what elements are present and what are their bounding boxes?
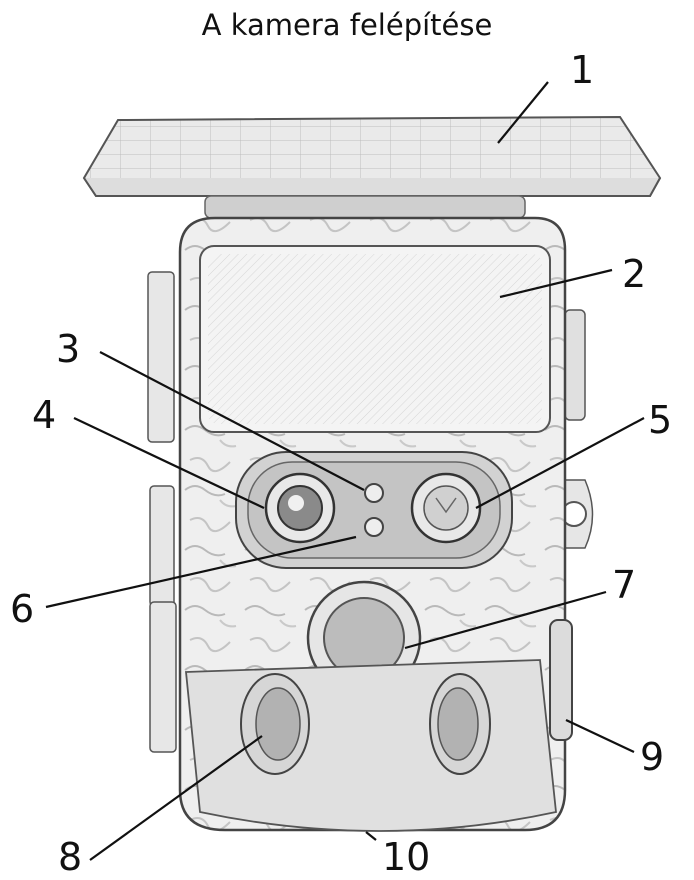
callout-2: 2 bbox=[622, 252, 646, 296]
leader-6 bbox=[45, 535, 357, 609]
side-latch bbox=[549, 619, 573, 741]
leader-2 bbox=[499, 268, 613, 299]
callout-3: 3 bbox=[56, 327, 80, 371]
callout-6: 6 bbox=[10, 587, 34, 631]
indicator-led-top bbox=[364, 483, 384, 503]
callout-4: 4 bbox=[32, 393, 56, 437]
leader-8 bbox=[89, 735, 263, 861]
callout-1: 1 bbox=[570, 48, 594, 92]
callout-9: 9 bbox=[640, 735, 664, 779]
leader-3 bbox=[99, 351, 365, 491]
leader-4 bbox=[73, 417, 265, 509]
callout-leaders bbox=[45, 81, 645, 861]
indicator-led-bottom bbox=[364, 517, 384, 537]
ir-led-window-left bbox=[240, 673, 310, 775]
leader-9 bbox=[565, 719, 635, 753]
callout-5: 5 bbox=[648, 398, 672, 442]
leader-1 bbox=[497, 81, 549, 144]
callout-7: 7 bbox=[612, 563, 636, 607]
ir-led-window-right bbox=[429, 673, 491, 775]
light-sensor bbox=[410, 472, 482, 544]
leader-7 bbox=[404, 590, 607, 650]
diagram-title: A kamera felépítése bbox=[201, 8, 493, 42]
leader-5 bbox=[475, 417, 645, 509]
left-strap bbox=[147, 271, 177, 753]
lower-fascia bbox=[185, 659, 557, 832]
callout-10: 10 bbox=[382, 835, 430, 879]
leader-10 bbox=[365, 831, 377, 841]
solar-panel bbox=[82, 115, 662, 219]
display-screen-glass bbox=[208, 254, 542, 424]
callout-8: 8 bbox=[58, 835, 82, 879]
camera-lens bbox=[264, 472, 336, 544]
